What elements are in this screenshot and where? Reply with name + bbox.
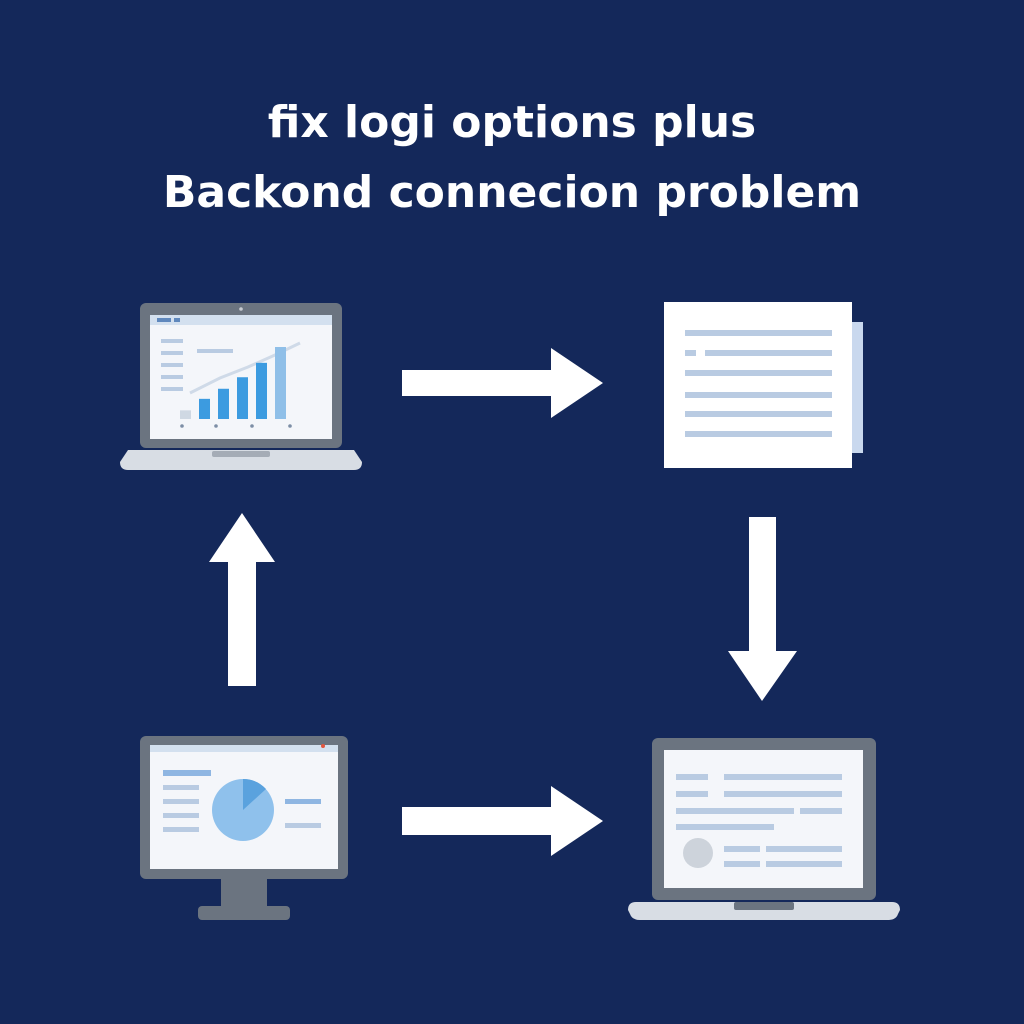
- bar-chart: [180, 347, 286, 419]
- bar-chart-bar: [218, 388, 229, 419]
- arrow-right-bottom: [402, 786, 603, 856]
- title-line-2: Backond connecion problem: [162, 167, 862, 218]
- bar-chart-bar: [256, 362, 267, 419]
- laptop-bar-chart-icon: [120, 303, 362, 470]
- laptop-list-icon: [628, 738, 900, 920]
- monitor-pie-chart-icon: [140, 736, 348, 920]
- bar-chart-bar: [180, 410, 191, 419]
- diagram-title: fix logi options plus Backond connecion …: [0, 88, 1024, 228]
- document-icon: [664, 302, 863, 468]
- bar-chart-bar: [275, 347, 286, 419]
- arrow-right-top: [402, 348, 603, 418]
- arrow-down-right: [728, 517, 797, 701]
- title-line-1: fix logi options plus: [267, 97, 757, 148]
- arrow-up-left: [209, 513, 275, 686]
- bar-chart-bar: [199, 398, 210, 419]
- bar-chart-bar: [237, 377, 248, 419]
